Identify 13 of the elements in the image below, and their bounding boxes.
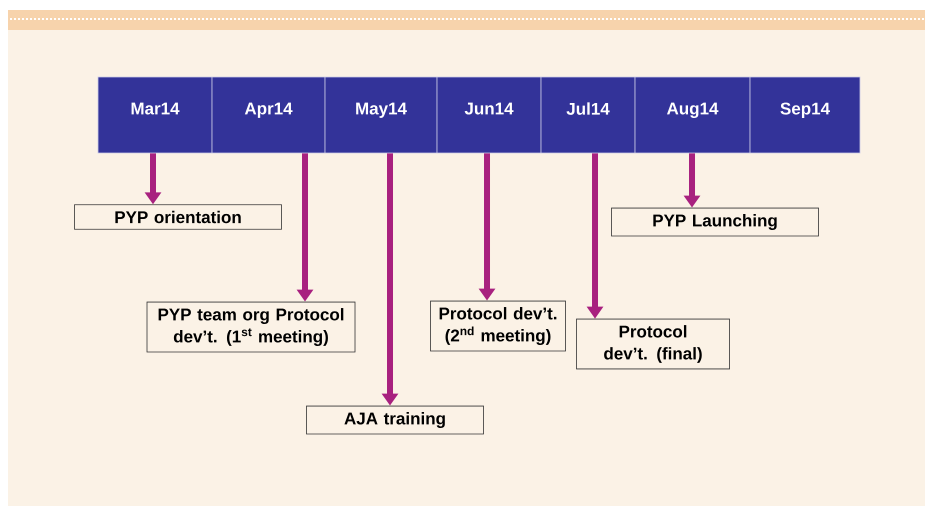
event-box: PYP orientation [74,204,282,230]
event-box: Protocol dev’t. (final) [576,318,730,370]
month-cell: Mar14 [98,76,212,154]
event-box: Protocol dev’t. (2$^{nd}$ meeting) [430,300,566,352]
event-box: PYP team org Protocol dev’t. (1$^{st}$ meeting) [146,302,356,352]
month-cell: Apr14 [212,76,326,154]
month-cell: Sep14 [750,76,860,154]
month-cell: Jun14 [436,76,542,154]
month-cell: Aug14 [634,76,750,154]
event-box: AJA training [306,406,484,434]
month-cell: Jul14 [540,76,636,154]
month-cell: May14 [324,76,438,154]
event-box: PYP Launching [611,208,819,236]
